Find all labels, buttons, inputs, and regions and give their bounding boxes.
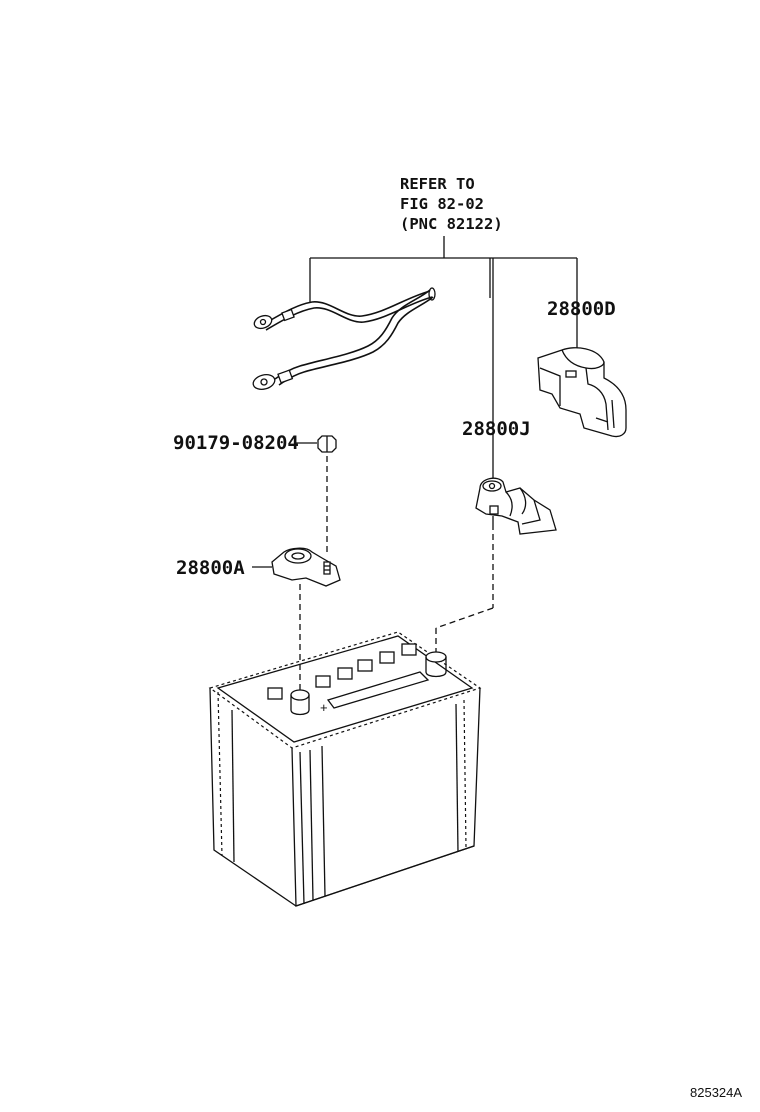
reference-note: REFER TO FIG 82-02 (PNC 82122) bbox=[400, 175, 503, 233]
part-label-28800D: 28800D bbox=[547, 298, 616, 320]
positive-terminal-28800J: 28800J bbox=[462, 418, 557, 535]
nut-90179-08204: 90179-08204 bbox=[173, 432, 337, 556]
negative-terminal-28800A: 28800A bbox=[176, 547, 341, 690]
part-label-28800J: 28800J bbox=[462, 418, 531, 440]
reference-line-3: (PNC 82122) bbox=[400, 215, 503, 233]
figure-code: 825324A bbox=[690, 1085, 742, 1100]
battery-cell-caps bbox=[267, 643, 417, 700]
terminal-cover-28800D: 28800D bbox=[537, 298, 627, 438]
positive-leader bbox=[435, 534, 494, 652]
svg-text:+: + bbox=[320, 700, 328, 715]
part-label-28800A: 28800A bbox=[176, 557, 245, 579]
reference-line-1: REFER TO bbox=[400, 175, 475, 193]
reference-leader bbox=[309, 236, 578, 480]
battery: + bbox=[208, 631, 482, 907]
reference-line-2: FIG 82-02 bbox=[400, 195, 484, 213]
part-label-90179-08204: 90179-08204 bbox=[173, 432, 299, 454]
cable-harness bbox=[252, 287, 436, 390]
